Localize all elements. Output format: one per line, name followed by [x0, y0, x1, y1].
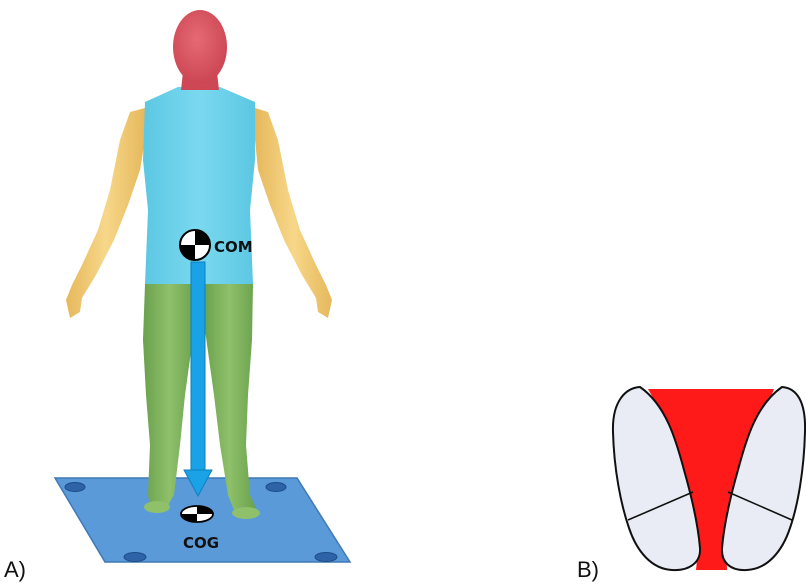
right-arm [255, 108, 332, 318]
com-label: COM [214, 238, 253, 256]
panel-b-label: B) [577, 557, 599, 583]
panel-a-label: A) [4, 557, 26, 583]
platform-corner-marker [266, 483, 286, 492]
cog-label: COG [183, 534, 219, 552]
platform-corner-marker [315, 553, 337, 562]
gravity-arrow-shaft [191, 262, 205, 472]
cog-marker-icon [181, 506, 213, 522]
right-foot [232, 507, 260, 519]
panel-b-base-of-support [610, 382, 805, 578]
com-marker-icon [180, 230, 210, 260]
platform-corner-marker [65, 483, 85, 492]
left-foot [144, 501, 170, 513]
head [173, 10, 227, 84]
left-arm [66, 108, 145, 318]
platform-corner-marker [124, 553, 146, 562]
panel-a-human-figure: COM COG [55, 10, 350, 562]
right-leg [203, 284, 256, 510]
